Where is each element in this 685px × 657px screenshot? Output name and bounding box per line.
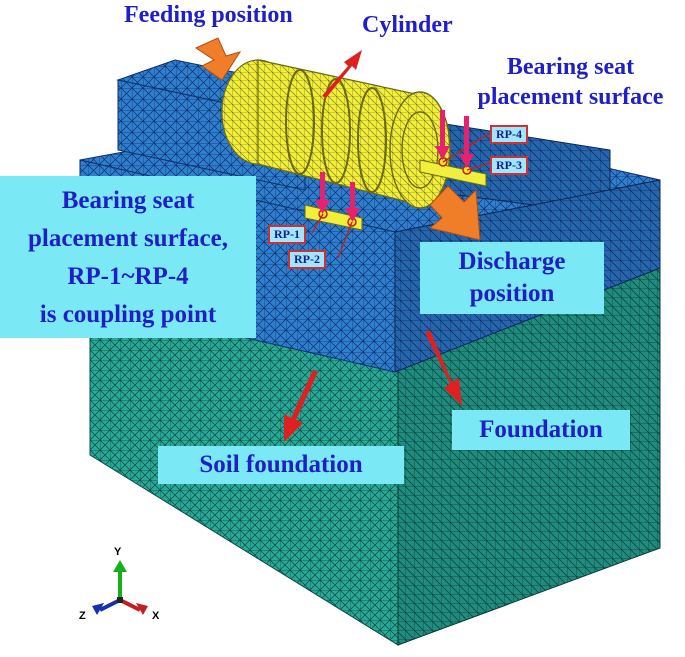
feeding-position-label: Feeding position — [124, 2, 293, 29]
bearing-seat-right-line1: Bearing seat — [458, 52, 683, 82]
rp-4-tag: RP-4 — [490, 125, 528, 144]
axis-z-label: Z — [79, 610, 86, 622]
bearing-seat-label-left: Bearing seat placement surface, RP-1~RP-… — [0, 176, 256, 338]
soil-foundation-label: Soil foundation — [158, 446, 404, 484]
discharge-line1: Discharge — [420, 246, 604, 278]
bearing-seat-right-line2: placement surface — [458, 82, 683, 112]
foundation-label: Foundation — [452, 410, 630, 450]
discharge-line2: position — [420, 278, 604, 310]
rp-3-tag: RP-3 — [490, 156, 528, 175]
cylinder-label: Cylinder — [362, 12, 453, 39]
rp-1-tag: RP-1 — [268, 225, 306, 244]
bearing-seat-left-line4: is coupling point — [0, 296, 256, 334]
axis-y-label: Y — [114, 546, 121, 558]
bearing-seat-left-line2: placement surface, — [0, 220, 256, 258]
bearing-seat-left-line1: Bearing seat — [0, 182, 256, 220]
discharge-position-label: Discharge position — [420, 242, 604, 314]
rp-2-tag: RP-2 — [288, 250, 326, 269]
bearing-seat-left-line3: RP-1~RP-4 — [0, 258, 256, 296]
bearing-seat-label-right: Bearing seat placement surface — [458, 52, 683, 112]
axis-triad — [92, 560, 148, 615]
axis-x-label: X — [152, 610, 159, 622]
